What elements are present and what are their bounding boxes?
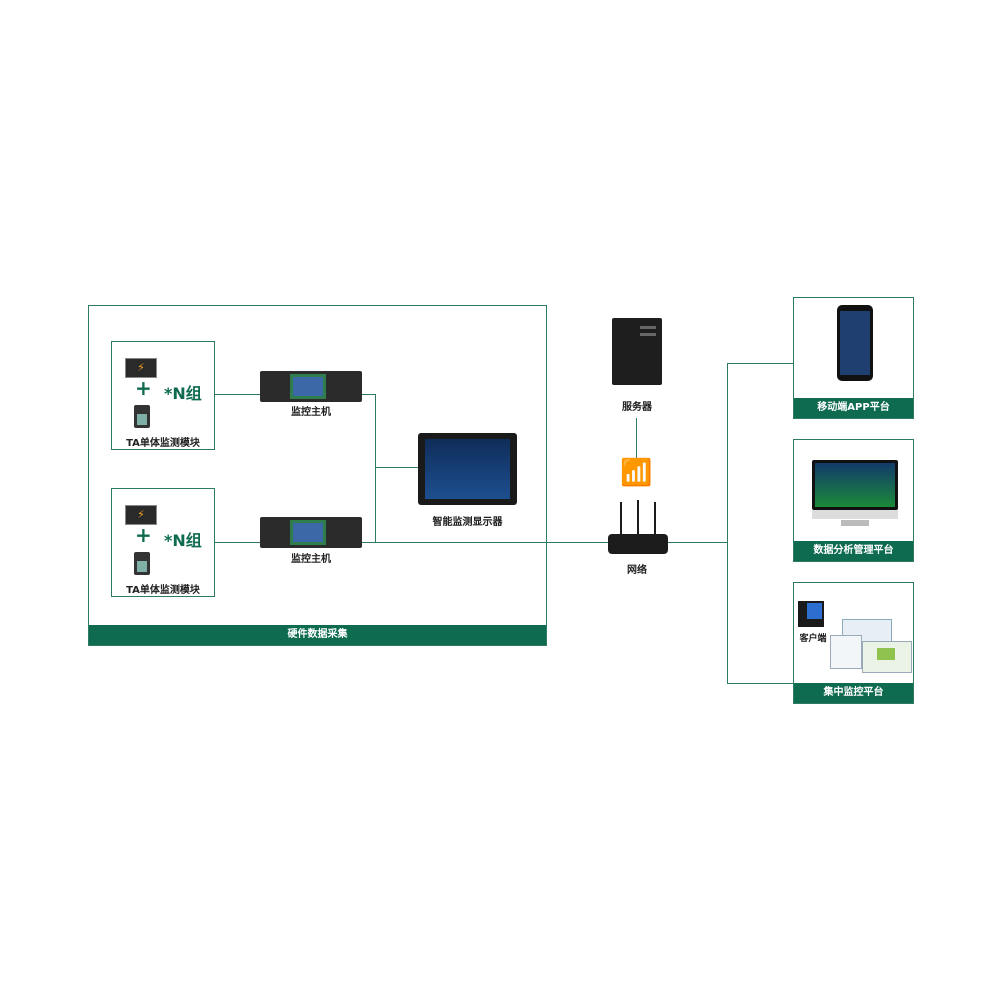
monitor-host-icon [260,371,362,402]
server-label: 服务器 [622,402,652,413]
router-antenna-icon [620,502,622,535]
platform-analysis: 数据分析管理平台 [793,439,914,562]
platform-mobile: 移动端APP平台 [793,297,914,419]
module-label: TA单体监测模块 [126,438,200,449]
connector [214,542,260,543]
module-label: TA单体监测模块 [126,585,200,596]
host-label: 监控主机 [291,554,331,565]
group-count: *N组 [164,384,202,403]
connector [727,363,728,684]
connector [362,394,375,395]
connector [727,683,793,684]
connector [375,467,418,468]
client-label: 客户端 [799,634,827,644]
wifi-icon: 📶 [620,458,653,488]
router-icon [608,534,668,554]
hardware-title: 硬件数据采集 [89,625,546,645]
phone-icon [837,305,873,381]
screenshot-window-icon [830,635,862,669]
network-label: 网络 [627,565,647,576]
module-icon [134,552,150,575]
module-icon [134,405,150,428]
battery-icon: ⚡ [125,505,157,525]
host-label: 监控主机 [291,407,331,418]
plus-sign: + [135,376,152,400]
platform-title: 移动端APP平台 [794,398,913,418]
client-pc-icon [798,601,824,627]
connector [362,542,727,543]
connector [214,394,260,395]
connector [375,394,376,542]
display-label: 智能监测显示器 [432,517,503,528]
group-count: *N组 [164,531,202,550]
hardware-section: 硬件数据采集 [88,305,547,646]
map-window-icon [862,641,912,673]
server-icon [612,318,662,385]
battery-icon: ⚡ [125,358,157,378]
router-antenna-icon [637,500,639,535]
platform-title: 数据分析管理平台 [794,541,913,561]
router-antenna-icon [654,502,656,535]
plus-sign: + [135,523,152,547]
monitor-icon [812,460,898,510]
connector [727,363,793,364]
display-icon [418,433,517,505]
platform-title: 集中监控平台 [794,683,913,703]
connector [636,418,637,460]
monitor-host-icon [260,517,362,548]
platform-central: 客户端 集中监控平台 [793,582,914,704]
